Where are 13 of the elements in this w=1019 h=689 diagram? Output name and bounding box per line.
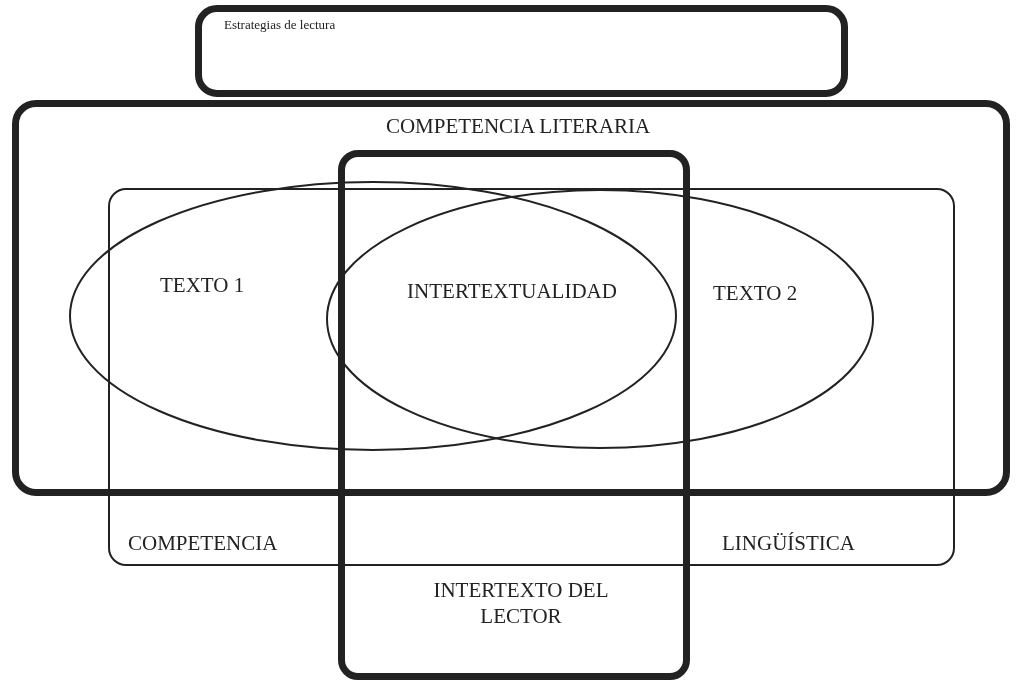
text-ellipse: [68, 180, 678, 452]
intertext-box: [338, 150, 690, 680]
ellipse-label: TEXTO 1: [160, 272, 245, 298]
competence-box: [12, 100, 1010, 496]
box-title: Estrategias de lectura: [224, 16, 336, 33]
strategy-box: [195, 5, 848, 97]
box-title: COMPETENCIA LITERARIA: [385, 113, 651, 139]
ellipse-label: TEXTO 2: [713, 280, 798, 306]
box-label: COMPETENCIA: [128, 530, 278, 556]
box-label: INTERTEXTO DEL LECTOR: [432, 577, 610, 629]
box-label: LINGÜÍSTICA: [722, 530, 855, 556]
competence-box: [108, 188, 955, 566]
overlap-label: INTERTEXTUALIDAD: [407, 278, 617, 304]
